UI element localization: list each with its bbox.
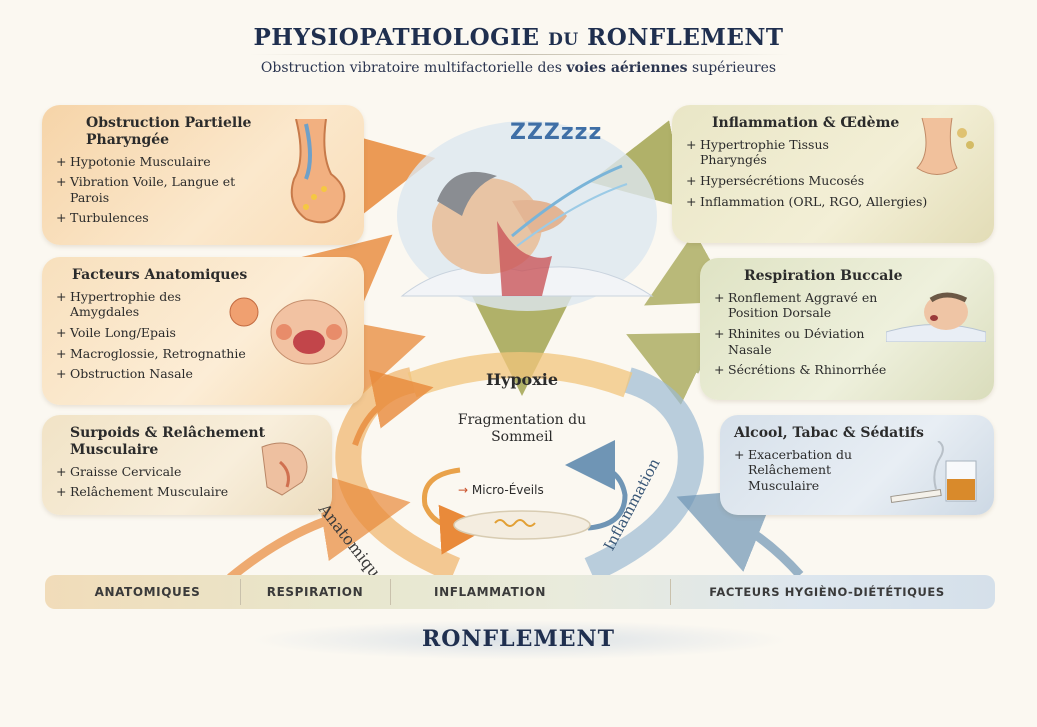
footer-title: RONFLEMENT (421, 626, 615, 652)
title-main: PHYSIOPATHOLOGIE (253, 24, 540, 51)
category-band (45, 575, 995, 609)
tonsils-icon (229, 297, 348, 365)
surpoids-item: Relâchement Musculaire (56, 484, 318, 500)
inflammation-item: Hypersécrétions Mucosés (686, 173, 980, 189)
title-du: DU (548, 30, 579, 50)
arrow-cycle-left-up (352, 369, 434, 446)
panel-surpoids: Surpoids & Relâchement Musculaire Graiss… (42, 415, 332, 515)
arrow-bottom-left (227, 472, 411, 582)
arrow-respiration-2 (626, 332, 716, 405)
band-inflammation: INFLAMMATION (434, 585, 546, 599)
nose-icon (916, 117, 974, 175)
panel-respiration-title: Respiration Buccale (744, 268, 903, 284)
obstruction-item: Turbulences (56, 210, 350, 226)
panel-inflammation: Inflammation & Œdème Hypertrophie Tissus… (672, 105, 994, 243)
surpoids-item: Graisse Cervicale (56, 464, 318, 480)
subtitle-bold: voies aériennes (566, 60, 688, 76)
cycle-arc-right (584, 367, 704, 582)
page-title: PHYSIOPATHOLOGIE DU RONFLEMENT (0, 24, 1037, 51)
respiration-item: Rhinites ou Déviation Nasale (714, 326, 904, 357)
sleeping-mouth-breather-icon (886, 292, 986, 342)
footer-wash (250, 620, 790, 660)
panel-obstruction-title: Obstruction Partielle Pharyngée (86, 115, 252, 148)
title-end: RONFLEMENT (587, 24, 784, 51)
respiration-item: Ronflement Aggravé en Position Dorsale (714, 290, 889, 321)
pharynx-icon (290, 119, 346, 224)
band-facteurs: FACTEURS HYGIÈNO-DIÉTÉTIQUES (709, 585, 945, 599)
inner-loop-left (421, 467, 490, 555)
anatomiques-item: Voile Long/Epais (56, 325, 350, 341)
anatomiques-item: Obstruction Nasale (56, 366, 350, 382)
panel-alcool-title: Alcool, Tabac & Sédatifs (734, 425, 924, 441)
inner-loop-right (565, 440, 628, 531)
cycle-center-title: Fragmentation du Sommeil (457, 412, 587, 445)
band-anatomiques: ANATOMIQUES (94, 585, 201, 599)
alcool-item: Exacerbation du Relâchement Musculaire (734, 447, 884, 494)
neck-profile-icon (261, 442, 308, 496)
panel-alcool: Alcool, Tabac & Sédatifs Exacerbation du… (720, 415, 994, 515)
arrow-right-icon: → (458, 483, 472, 497)
respiration-item: Sécrétions & Rhinorrhée (714, 362, 980, 378)
obstruction-item: Vibration Voile, Langue et Parois (56, 174, 256, 205)
micro-eveils-row: → Micro-Éveils (458, 483, 588, 497)
subtitle-pre: Obstruction vibratoire multifactorielle … (260, 60, 562, 76)
sleeper-illustration: ZZZzzz (392, 106, 662, 316)
panel-anatomiques-title: Facteurs Anatomiques (72, 267, 248, 283)
anatomiques-item: Hypertrophie des Amygdales (56, 289, 196, 320)
subtitle-post: supérieures (692, 60, 777, 76)
page-subtitle: Obstruction vibratoire multifactorielle … (0, 60, 1037, 76)
band-divider (390, 579, 391, 605)
panel-obstruction: Obstruction Partielle Pharyngée Hypotoni… (42, 105, 364, 245)
band-respiration: RESPIRATION (266, 585, 364, 599)
inflammation-item: Hypertrophie Tissus Pharyngés (686, 137, 876, 168)
inner-platform (453, 510, 591, 540)
whisky-cigarette-icon (890, 441, 977, 504)
cycle-center-sub: Micro-Éveils (471, 483, 544, 497)
zzz-label: ZZZzzz (510, 120, 603, 145)
anatomiques-item: Macroglossie, Retrognathie (56, 346, 350, 362)
obstruction-item: Hypotonie Musculaire (56, 154, 350, 170)
cycle-arc-top (407, 352, 633, 398)
panel-inflammation-title: Inflammation & Œdème (712, 115, 900, 131)
panel-surpoids-title: Surpoids & Relâchement Musculaire (70, 425, 266, 458)
band-divider (670, 579, 671, 605)
inflammation-item: Inflammation (ORL, RGO, Allergies) (686, 194, 980, 210)
panel-anatomiques: Facteurs Anatomiques Hypertrophie des Am… (42, 257, 364, 405)
panel-respiration: Respiration Buccale Ronflement Aggravé e… (700, 258, 994, 400)
arrow-bottom-right (676, 488, 804, 578)
cycle-hypoxie: Hypoxie (485, 370, 559, 389)
platform-spark (494, 519, 536, 527)
title-divider (250, 54, 790, 55)
band-divider (240, 579, 241, 605)
